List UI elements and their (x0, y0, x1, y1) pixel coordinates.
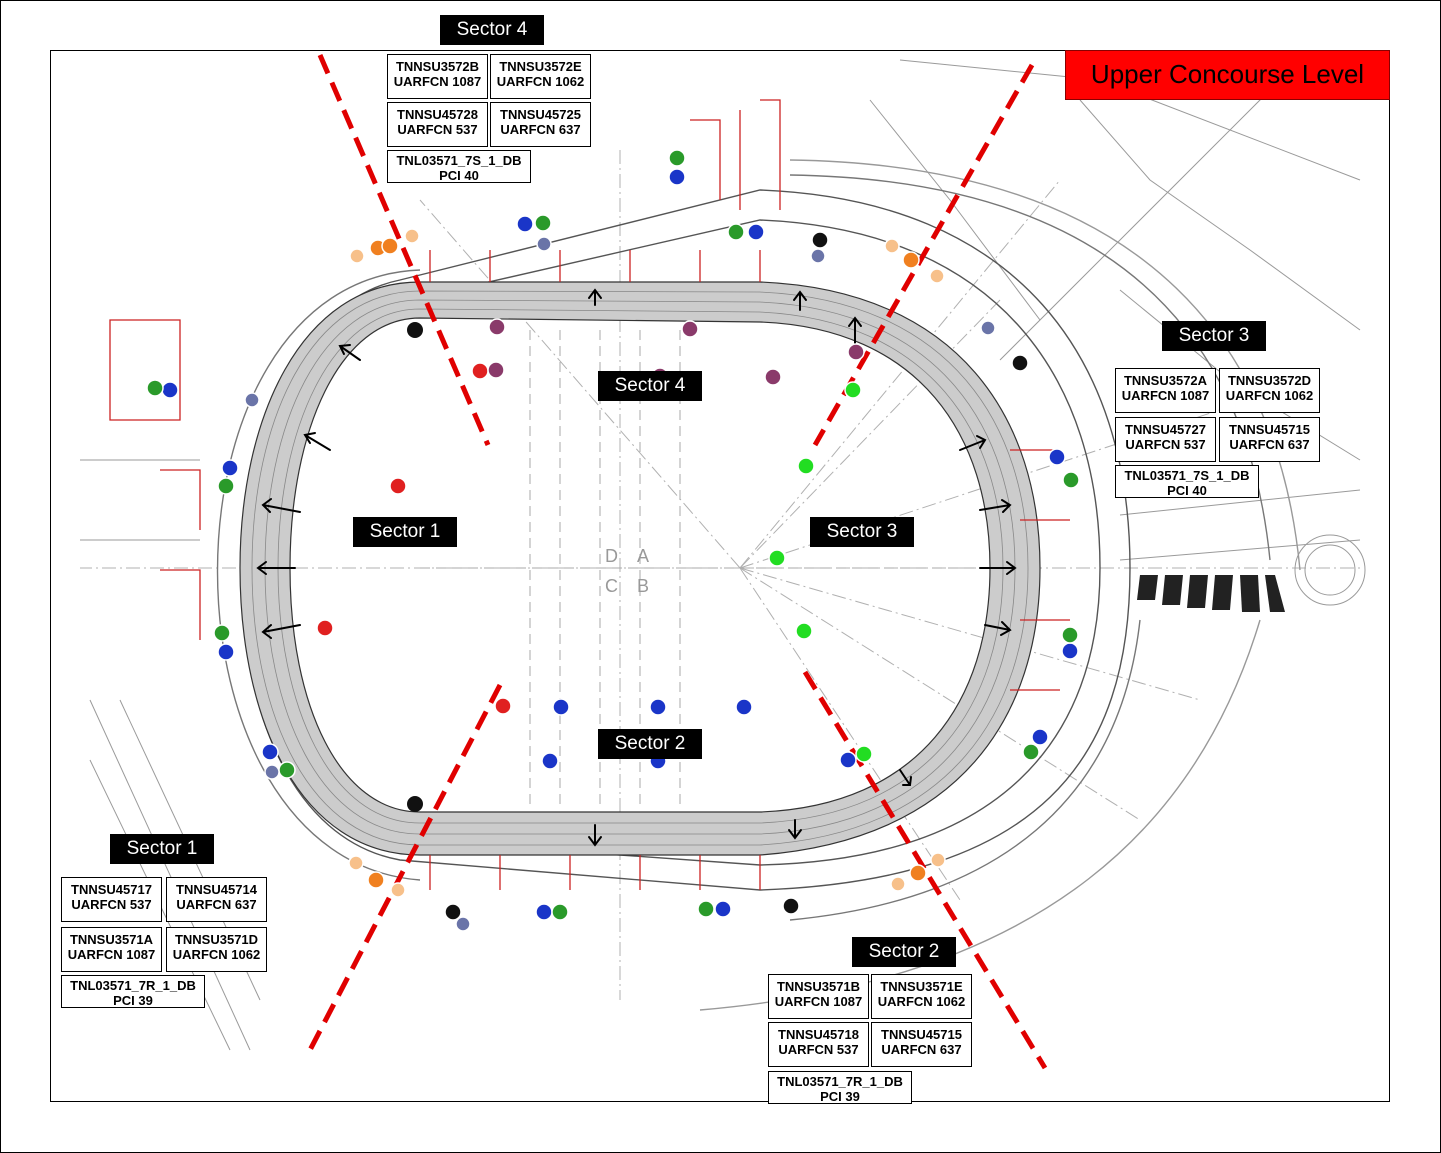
cell-value: UARFCN 537 (397, 122, 478, 137)
cell-id: TNNSU3571B (776, 979, 861, 994)
cell-id: TNNSU45718 (778, 1027, 859, 1042)
cell-value: UARFCN 1087 (1121, 388, 1210, 403)
plan-frame (50, 50, 1390, 1102)
cell-id: TNL03571_7R_1_DB (70, 978, 196, 993)
lime-antennas (768, 381, 895, 763)
field-label-sector-1: Sector 1 (353, 517, 457, 547)
field-label-sector-4: Sector 4 (598, 371, 702, 401)
blue-antennas (161, 168, 1079, 921)
cell-id: TNL03571_7S_1_DB (1124, 468, 1250, 483)
cell-id: TNNSU45728 (397, 107, 478, 122)
sector-lines (307, 54, 1048, 1070)
cell-value: UARFCN 1087 (774, 994, 863, 1009)
support-rooms (109, 99, 1070, 890)
light-orange-antennas (348, 228, 946, 898)
grid-letter-c: C (605, 576, 618, 596)
cell-value: UARFCN 1062 (1225, 388, 1314, 403)
cell-id: TNNSU3571A (69, 932, 154, 947)
cell-id: TNNSU3571E (880, 979, 963, 994)
cell-value: PCI 40 (439, 168, 479, 183)
cell-id: TNNSU45717 (71, 882, 152, 897)
cell-value: UARFCN 1062 (496, 74, 585, 89)
slate-antennas (244, 236, 996, 932)
cell-value: PCI 39 (113, 993, 153, 1008)
sector-1-heading: Sector 1 (110, 834, 214, 864)
cell-id: TNNSU45725 (500, 107, 581, 122)
cell-id: TNL03571_7S_1_DB (396, 153, 522, 168)
cell-value: UARFCN 537 (778, 1042, 859, 1057)
field-label-sector-3: Sector 3 (810, 517, 914, 547)
cell-id: TNNSU3572B (395, 59, 480, 74)
field-markings (420, 330, 990, 810)
sector-4-heading: Sector 4 (440, 15, 544, 45)
green-antennas (146, 149, 1080, 921)
cell-value: PCI 39 (820, 1089, 860, 1104)
level-title: Upper Concourse Level (1065, 50, 1390, 100)
cell-value: PCI 40 (1167, 483, 1207, 498)
cell-value: UARFCN 1062 (172, 947, 261, 962)
cell-value: UARFCN 537 (71, 897, 152, 912)
cell-id: TNNSU45727 (1125, 422, 1206, 437)
cell-value: UARFCN 637 (881, 1042, 962, 1057)
cell-id: TNNSU3572A (1123, 373, 1208, 388)
outer-structure (80, 59, 1366, 1051)
sector-3-heading: Sector 3 (1162, 321, 1266, 351)
field-label-sector-2: Sector 2 (598, 729, 702, 759)
red-antennas (316, 362, 512, 715)
cell-value: UARFCN 1087 (67, 947, 156, 962)
cell-value: UARFCN 637 (500, 122, 581, 137)
cell-value: UARFCN 1062 (877, 994, 966, 1009)
cell-id: TNNSU3571D (174, 932, 259, 947)
grid-lines (80, 150, 1360, 1000)
cell-value: UARFCN 537 (1125, 437, 1206, 452)
cell-value: UARFCN 1087 (393, 74, 482, 89)
cell-value: UARFCN 637 (1229, 437, 1310, 452)
sector-2-heading: Sector 2 (852, 937, 956, 967)
cell-id: TNNSU3572E (499, 59, 582, 74)
right-blocks (1137, 575, 1285, 612)
cell-value: UARFCN 637 (176, 897, 257, 912)
cell-id: TNL03571_7R_1_DB (777, 1074, 903, 1089)
orange-antennas (367, 237, 927, 889)
black-antennas (407, 231, 1029, 921)
cell-id: TNNSU45715 (881, 1027, 962, 1042)
grid-letter-d: D (605, 546, 618, 566)
grid-letter-a: A (637, 546, 649, 566)
flow-arrows (256, 288, 1017, 847)
cell-id: TNNSU3572D (1227, 373, 1312, 388)
cell-id: TNNSU45715 (1229, 422, 1310, 437)
seating-rows (251, 290, 1029, 846)
cell-id: TNNSU45714 (176, 882, 257, 897)
grid-letter-b: B (637, 576, 649, 596)
